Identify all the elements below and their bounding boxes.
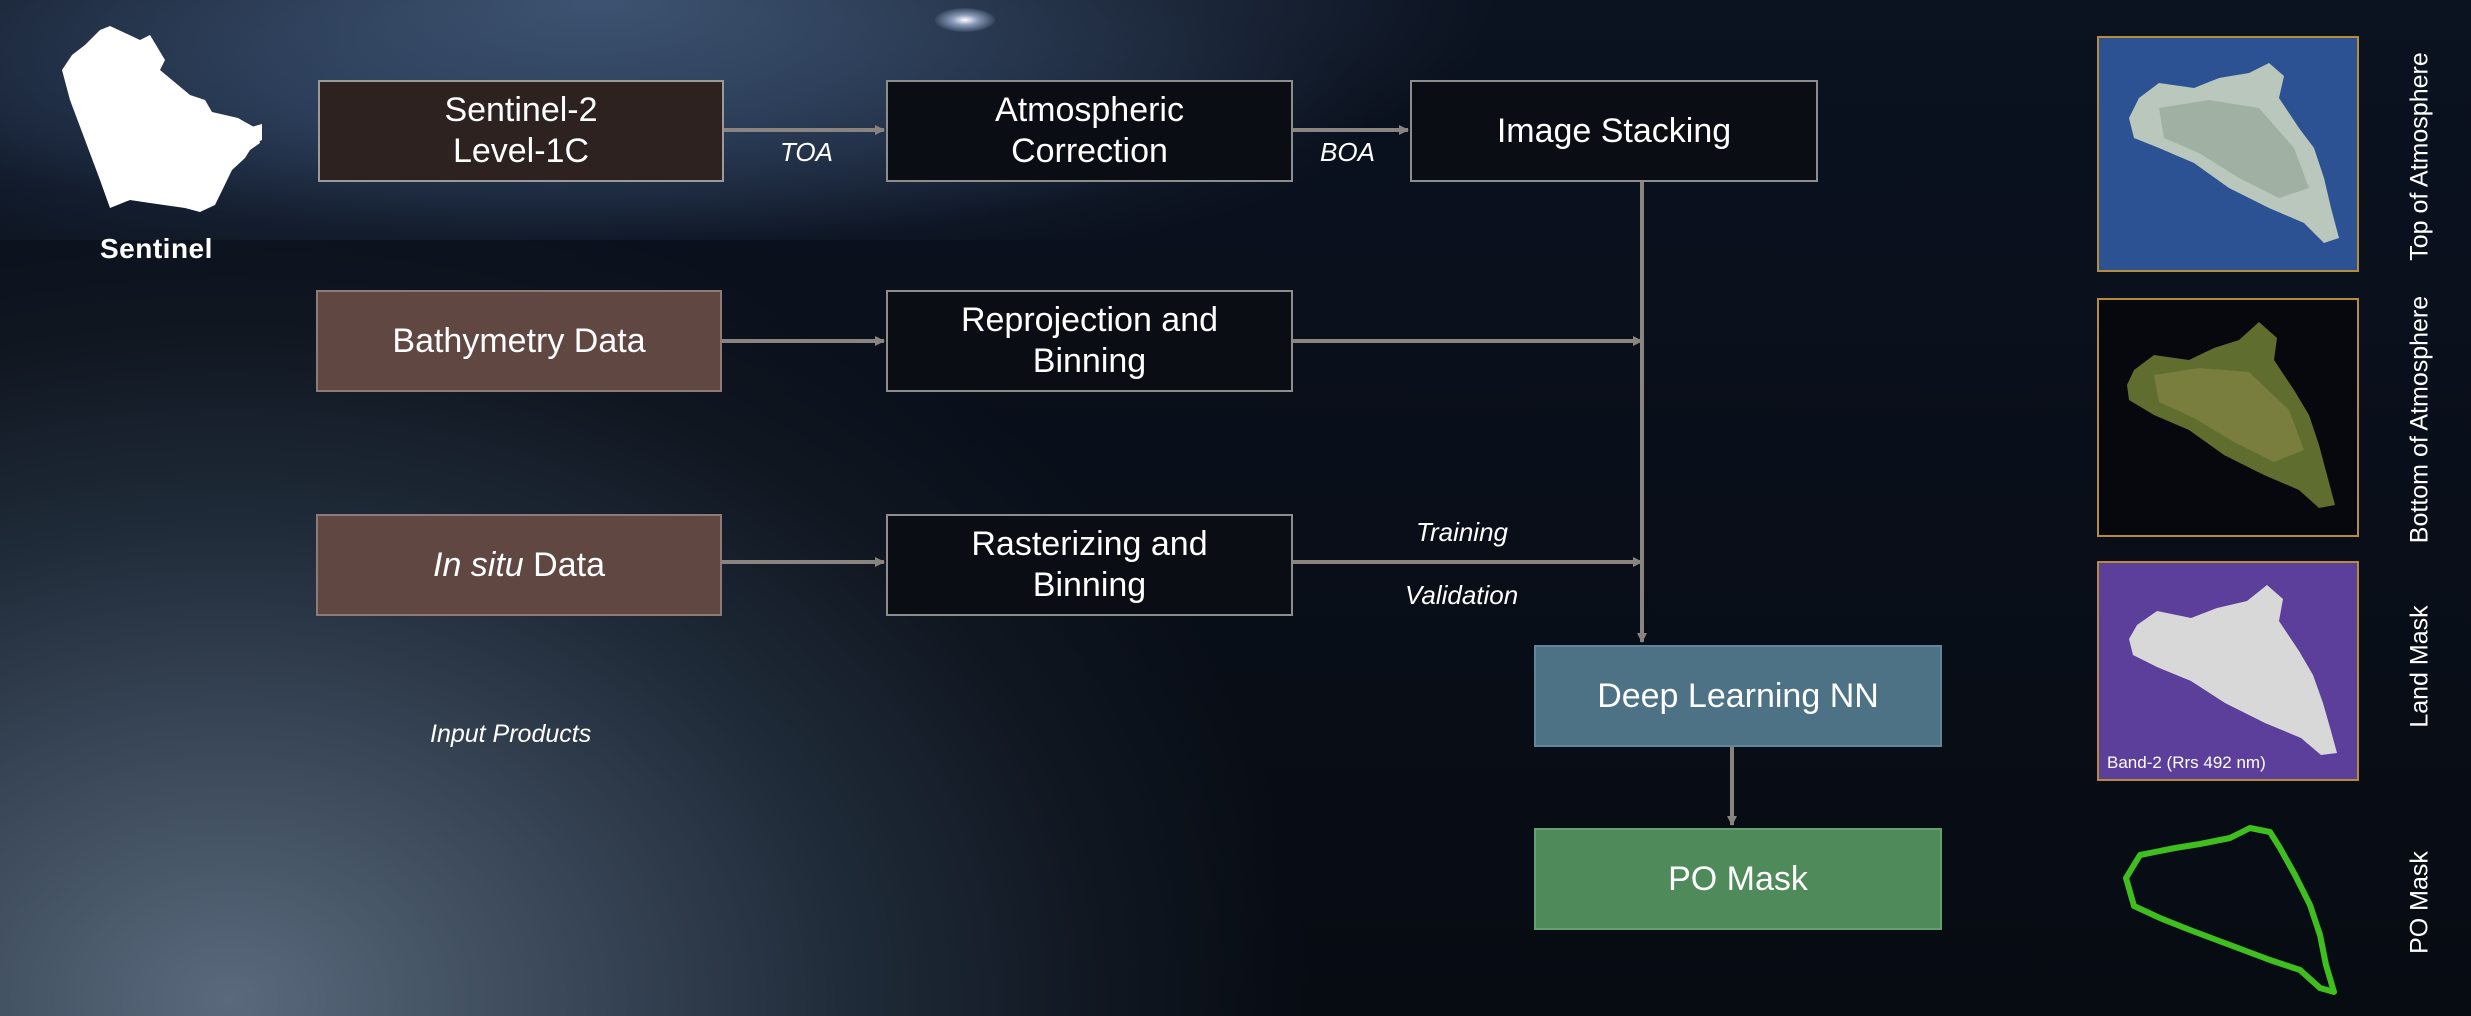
sentinel-level1c-box: Sentinel-2 Level-1C [318, 80, 724, 182]
land-mask-thumbnail: Band-2 (Rrs 492 nm) [2097, 561, 2359, 781]
boa-island-image [2099, 300, 2357, 535]
po-mask-label: PO Mask [1668, 859, 1808, 898]
caption-bottom-of-atmosphere: Bottom of Atmosphere [2405, 295, 2434, 544]
insitu-data-label: In situ Data [433, 545, 605, 586]
rasterizing-binning-box: Rasterizing and Binning [886, 514, 1293, 616]
logo-text: Sentinel [100, 233, 213, 264]
bathymetry-data-box: Bathymetry Data [316, 290, 722, 392]
atmospheric-correction-label: Atmospheric Correction [995, 91, 1184, 170]
image-stacking-label: Image Stacking [1496, 111, 1732, 150]
training-label: Training [1416, 517, 1509, 547]
reprojection-binning-label: Reprojection and Binning [960, 301, 1219, 380]
po-mask-thumbnail [2120, 820, 2350, 1000]
po-mask-outline-image [2123, 825, 2337, 995]
land-mask-island-image [2099, 563, 2357, 779]
satellite-icon [62, 26, 262, 212]
boa-thumbnail [2097, 298, 2359, 537]
bathymetry-data-label: Bathymetry Data [392, 321, 646, 360]
validation-label: Validation [1405, 580, 1519, 610]
po-mask-box: PO Mask [1534, 828, 1942, 930]
image-stacking-box: Image Stacking [1410, 80, 1818, 182]
caption-po-mask: PO Mask [2405, 851, 2434, 954]
toa-label: TOA [780, 137, 833, 167]
deep-learning-nn-label: Deep Learning NN [1597, 676, 1879, 715]
rasterizing-binning-label: Rasterizing and Binning [971, 525, 1208, 604]
reprojection-binning-box: Reprojection and Binning [886, 290, 1293, 392]
toa-thumbnail [2097, 36, 2359, 272]
caption-top-of-atmosphere: Top of Atmosphere [2405, 52, 2434, 261]
insitu-italic: In situ [433, 545, 524, 584]
boa-label: BOA [1320, 137, 1375, 167]
sun-flare [935, 8, 995, 32]
input-products-label: Input Products [430, 720, 592, 748]
atmospheric-correction-box: Atmospheric Correction [886, 80, 1293, 182]
insitu-data-box: In situ Data [316, 514, 722, 616]
insitu-rest: Data [523, 545, 605, 584]
deep-learning-nn-box: Deep Learning NN [1534, 645, 1942, 747]
toa-island-image [2099, 38, 2357, 270]
land-mask-overlay-text: Band-2 (Rrs 492 nm) [2107, 753, 2266, 772]
caption-land-mask: Land Mask [2405, 605, 2434, 728]
sentinel-level1c-label: Sentinel-2 Level-1C [444, 91, 598, 170]
